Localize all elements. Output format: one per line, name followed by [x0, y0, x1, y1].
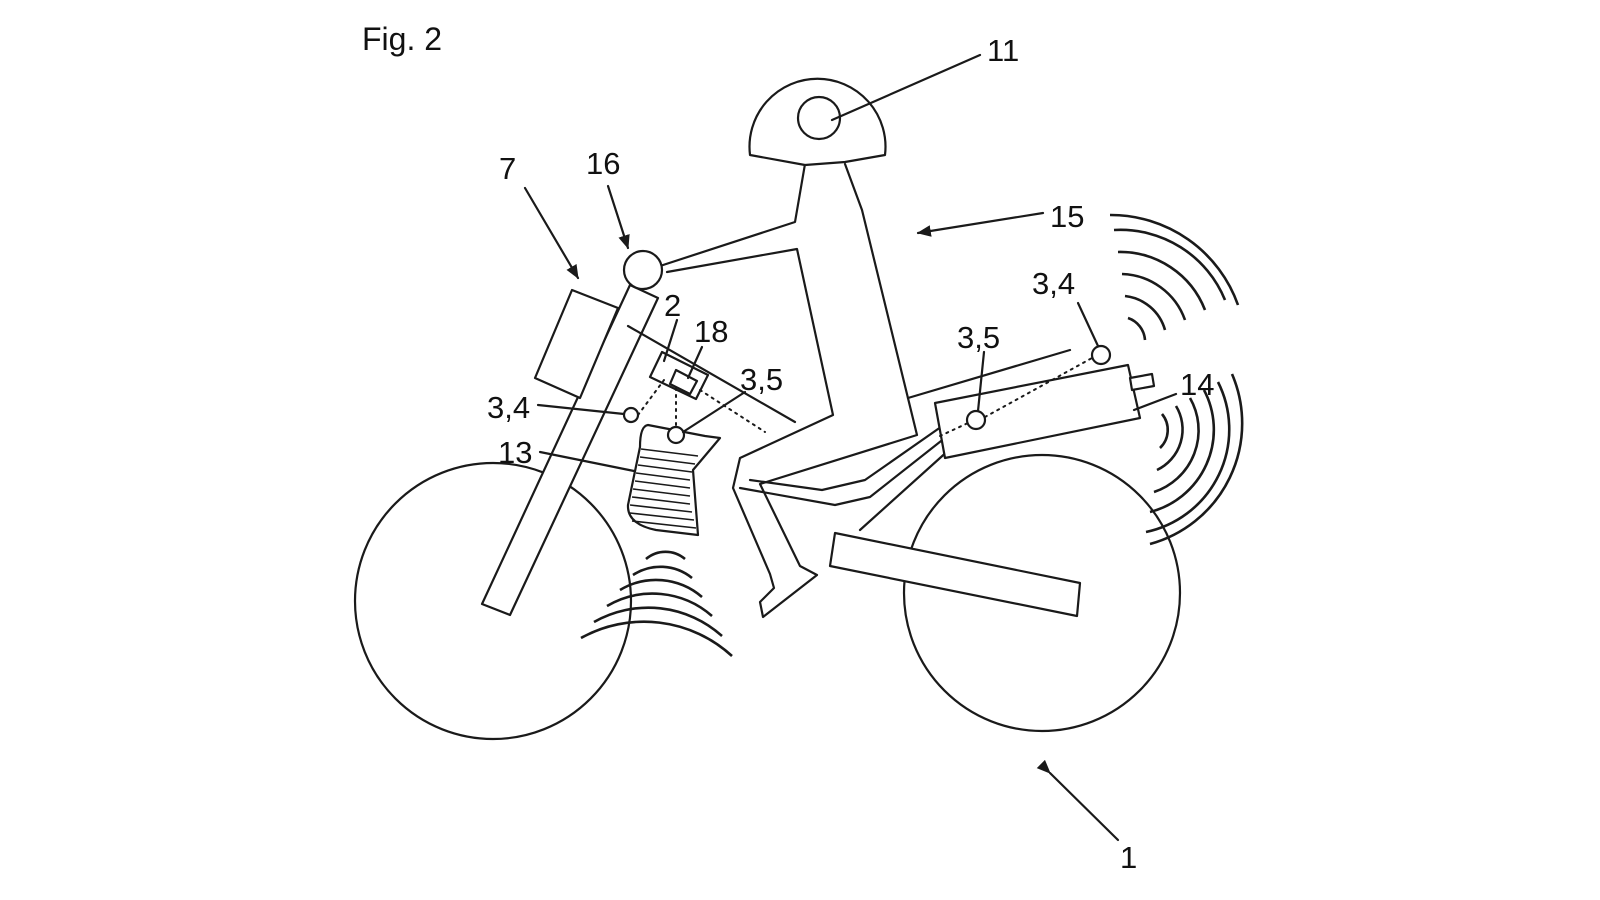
chain-stay	[828, 531, 1082, 618]
figure-title: Fig. 2	[362, 21, 442, 57]
handlebar-joint	[622, 249, 664, 291]
arrow-7	[523, 186, 580, 280]
label-3-5-rear: 3,5	[957, 320, 1000, 355]
label-14: 14	[1180, 367, 1214, 402]
leader-lines	[536, 53, 1178, 842]
component-18	[668, 368, 699, 396]
signal-waves-rear-top	[1109, 213, 1240, 341]
rear-unit-14	[933, 363, 1156, 460]
label-3-4-rear: 3,4	[1032, 266, 1075, 301]
label-3-5-front: 3,5	[740, 362, 783, 397]
rear-wheel	[902, 453, 1182, 733]
helmet-sensor	[796, 95, 842, 141]
arrow-15	[916, 211, 1045, 237]
sensor-3-5-rear	[965, 409, 987, 431]
label-11: 11	[987, 33, 1019, 68]
label-2: 2	[664, 288, 681, 323]
signal-waves-front	[580, 550, 733, 657]
helmet	[748, 77, 887, 167]
sensor-3-4-front	[622, 406, 640, 424]
label-3-4-front: 3,4	[487, 390, 530, 425]
label-18: 18	[694, 314, 728, 349]
data-links	[637, 357, 1093, 437]
front-fork	[480, 283, 660, 617]
bike-frame	[738, 420, 1082, 618]
label-15: 15	[1050, 199, 1084, 234]
label-7: 7	[499, 151, 516, 186]
arrow-16	[606, 184, 630, 250]
unit-7-box	[533, 288, 620, 400]
sensor-3-4-rear	[1090, 344, 1112, 366]
sensor-3-5-front	[666, 425, 686, 445]
radiator-13	[626, 423, 722, 537]
label-16: 16	[586, 146, 620, 181]
label-1: 1	[1120, 840, 1137, 875]
front-wheel	[353, 461, 633, 741]
label-13: 13	[498, 435, 532, 470]
rider	[658, 77, 1072, 619]
signal-waves-rear-bottom	[1145, 373, 1244, 546]
